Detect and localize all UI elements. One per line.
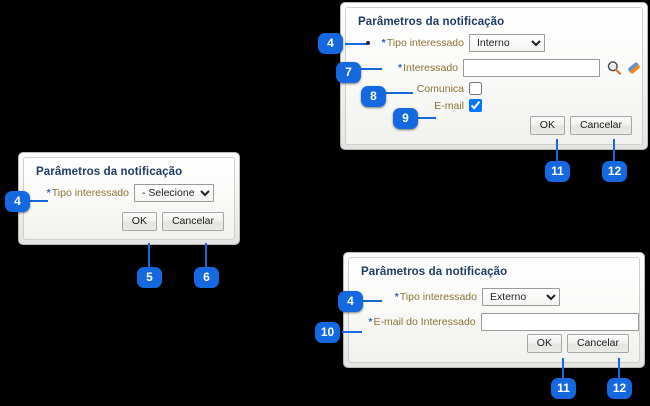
- dialog-title: Parâmetros da notificação: [36, 166, 183, 178]
- required-asterisk: *: [398, 62, 403, 74]
- dialog-title: Parâmetros da notificação: [361, 266, 508, 278]
- callout-badge-11: 11: [551, 378, 576, 399]
- field-label-tipo-interessado: *Tipo interessado: [381, 37, 464, 49]
- search-icon[interactable]: [606, 60, 622, 76]
- field-row-email-do-interessado: *E-mail do Interessado: [349, 313, 639, 331]
- callout-badge-4: 4: [318, 33, 343, 54]
- callout-leader-line: [385, 92, 413, 94]
- required-asterisk: *: [368, 316, 373, 328]
- required-asterisk: *: [381, 37, 386, 49]
- cancelar-button[interactable]: Cancelar: [161, 212, 224, 231]
- callout-leader-line: [342, 331, 362, 333]
- ok-button[interactable]: OK: [121, 212, 157, 231]
- callout-badge-12: 12: [602, 161, 627, 182]
- callout-badge-9: 9: [393, 108, 418, 129]
- callout-leader-line: [345, 43, 368, 45]
- field-label-email-do-interessado: *E-mail do Interessado: [368, 316, 476, 328]
- checkbox-email[interactable]: [469, 99, 482, 112]
- field-label-tipo-interessado: *Tipo interessado: [46, 187, 129, 199]
- callout-leader-line: [556, 139, 558, 161]
- callout-badge-5: 5: [137, 267, 162, 288]
- required-asterisk: *: [46, 187, 51, 199]
- field-label-comunica: Comunica: [416, 82, 464, 95]
- dialog-externo-panel: Parâmetros da notificação *Tipo interess…: [348, 257, 640, 363]
- callout-badge-6: 6: [194, 267, 219, 288]
- dialog-title: Parâmetros da notificação: [358, 16, 505, 28]
- field-row-interessado: *Interessado: [346, 59, 642, 77]
- callout-badge-11: 11: [545, 161, 570, 182]
- ok-button[interactable]: OK: [529, 116, 565, 135]
- callout-badge-8: 8: [361, 86, 386, 107]
- callout-leader-dot: [366, 41, 370, 45]
- field-row-email: E-mail: [346, 99, 642, 112]
- callout-badge-12: 12: [607, 378, 632, 399]
- callout-leader-line: [562, 358, 564, 378]
- dialog-selecione-panel: Parâmetros da notificação *Tipo interess…: [23, 157, 235, 240]
- eraser-icon[interactable]: [626, 60, 642, 76]
- field-label-tipo-interessado: *Tipo interessado: [394, 291, 477, 303]
- dialog-interno-panel: Parâmetros da notificação *Tipo interess…: [345, 7, 643, 145]
- callout-leader-line: [360, 68, 382, 70]
- select-tipo-interessado[interactable]: Externo: [482, 288, 560, 306]
- required-asterisk: *: [394, 291, 399, 303]
- field-row-tipo-interessado: *Tipo interessado - Selecione -: [24, 184, 234, 202]
- dialog-selecione-buttons: OK Cancelar: [121, 212, 224, 231]
- cancelar-button[interactable]: Cancelar: [569, 116, 632, 135]
- dialog-selecione: Parâmetros da notificação *Tipo interess…: [18, 152, 240, 245]
- callout-leader-line: [148, 243, 150, 267]
- select-tipo-interessado[interactable]: - Selecione -: [134, 184, 214, 202]
- callout-leader-line: [362, 300, 382, 302]
- dialog-externo-buttons: OK Cancelar: [526, 334, 629, 353]
- callout-badge-4: 4: [338, 291, 363, 312]
- field-label-email: E-mail: [434, 99, 464, 112]
- callout-badge-4: 4: [5, 191, 30, 212]
- field-row-comunica: Comunica: [346, 82, 642, 95]
- cancelar-button[interactable]: Cancelar: [566, 334, 629, 353]
- dialog-externo: Parâmetros da notificação *Tipo interess…: [343, 252, 645, 368]
- dialog-interno: Parâmetros da notificação *Tipo interess…: [340, 2, 648, 150]
- select-tipo-interessado[interactable]: Interno: [469, 34, 545, 52]
- dialog-interno-buttons: OK Cancelar: [529, 116, 632, 135]
- input-interessado[interactable]: [463, 59, 600, 77]
- callout-leader-line: [618, 358, 620, 378]
- input-email-do-interessado[interactable]: [480, 313, 639, 331]
- field-row-tipo-interessado: *Tipo interessado Interno: [346, 34, 642, 52]
- callout-leader-line: [205, 243, 207, 267]
- ok-button[interactable]: OK: [526, 334, 562, 353]
- callout-leader-line: [613, 139, 615, 161]
- checkbox-comunica[interactable]: [469, 82, 482, 95]
- callout-leader-line: [411, 117, 436, 119]
- field-label-interessado: *Interessado: [398, 62, 458, 74]
- callout-badge-10: 10: [315, 322, 340, 343]
- callout-leader-line: [28, 200, 48, 202]
- field-row-tipo-interessado: *Tipo interessado Externo: [349, 288, 639, 306]
- callout-badge-7: 7: [336, 62, 361, 83]
